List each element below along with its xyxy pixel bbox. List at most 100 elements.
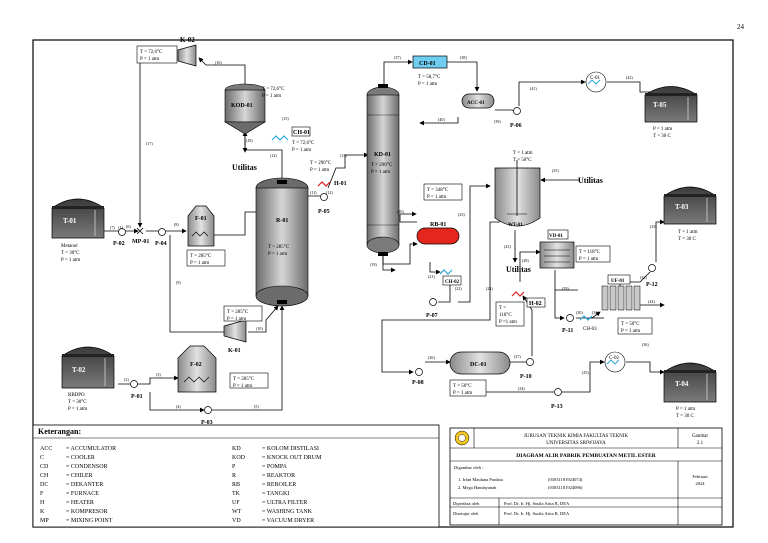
svg-text:T = 58,7°C: T = 58,7°C	[418, 75, 441, 80]
stream-9	[169, 235, 224, 333]
stream-38	[447, 61, 480, 92]
svg-text:P = 1 atm: P = 1 atm	[233, 384, 252, 389]
label-h01: H-01	[334, 181, 347, 187]
svg-text:RB: RB	[232, 482, 240, 488]
svg-text:(3): (3)	[156, 372, 161, 377]
pump-p04: P-04	[155, 228, 167, 247]
decanter-dc01: DC-01 T = 50°C P = 1 atm	[449, 351, 511, 397]
svg-text:(38): (38)	[460, 55, 467, 60]
svg-text:(1): (1)	[118, 225, 123, 230]
svg-text:P-07: P-07	[426, 313, 438, 319]
svg-text:(16): (16)	[215, 60, 222, 65]
svg-text:(22): (22)	[455, 286, 462, 291]
svg-text:T = 285°C: T = 285°C	[190, 254, 212, 259]
label-acc01: ACC-01	[467, 101, 485, 106]
svg-text:UNIVERSITAS SRIWIJAYA: UNIVERSITAS SRIWIJAYA	[546, 441, 606, 446]
label-ch01: CH-01	[293, 130, 310, 136]
svg-text:(31): (31)	[592, 310, 599, 315]
stream-27b	[522, 295, 533, 356]
svg-text:(8): (8)	[174, 222, 179, 227]
svg-text:P = 1 atm: P = 1 atm	[68, 407, 87, 412]
svg-text:K: K	[40, 509, 45, 515]
svg-text:(42): (42)	[626, 75, 633, 80]
svg-text:1. Irfan Maulana Pradata: 1. Irfan Maulana Pradata	[458, 477, 503, 482]
stream-16	[198, 57, 246, 92]
svg-text:CH-02: CH-02	[445, 280, 460, 285]
legend-title: Keterangan:	[38, 427, 81, 436]
svg-text:P-13: P-13	[551, 404, 563, 410]
svg-text:= VACUUM DRYER: = VACUUM DRYER	[262, 518, 314, 524]
svg-text:= KOLOM DISTILASI: = KOLOM DISTILASI	[262, 446, 319, 452]
svg-text:P-08: P-08	[412, 380, 424, 386]
washing-tank-wt01: WT-01 T = 1 atm T = 50°C	[494, 151, 541, 228]
svg-text:(30): (30)	[576, 310, 583, 315]
svg-text:T = 30 C: T = 30 C	[653, 134, 672, 139]
svg-text:P = 1 atm: P = 1 atm	[453, 391, 472, 396]
pump-p08: P-08	[412, 368, 424, 386]
svg-text:(14): (14)	[270, 153, 277, 158]
svg-text:T = 285°C: T = 285°C	[227, 310, 249, 315]
svg-text:(9): (9)	[176, 280, 181, 285]
svg-text:(28): (28)	[522, 258, 529, 263]
svg-text:P-05: P-05	[318, 209, 330, 215]
stream-40	[419, 117, 459, 126]
svg-text:P-01: P-01	[131, 394, 143, 400]
svg-text:P = 1 atm: P = 1 atm	[268, 252, 287, 257]
svg-text:2. Mega Handayanah: 2. Mega Handayanah	[458, 485, 497, 490]
svg-text:= ACCUMULATOR: = ACCUMULATOR	[66, 446, 116, 452]
svg-text:= REBOILER: = REBOILER	[262, 482, 296, 488]
svg-text:P-04: P-04	[155, 241, 167, 247]
label-cd01: CD-01	[419, 61, 436, 67]
svg-text:P = 1 atm: P = 1 atm	[227, 317, 246, 322]
tank-t05: T-05 P = 1 atm T = 30 C	[644, 86, 698, 139]
stream-2	[118, 375, 179, 385]
svg-text:MP: MP	[40, 518, 49, 524]
svg-text:T = 72,6°C: T = 72,6°C	[140, 50, 163, 55]
svg-text:Metanol: Metanol	[61, 244, 78, 249]
legend: Keterangan: ACC= ACCUMULATOR C= COOLER C…	[32, 424, 440, 528]
svg-text:(11): (11)	[310, 190, 317, 195]
stream-42	[607, 81, 661, 95]
stream-33	[655, 219, 665, 262]
condenser-cd01: CD-01 T = 58,7°C P = 1 atm	[412, 55, 448, 87]
svg-text:KOD: KOD	[232, 455, 246, 461]
pump-p05: P-05	[318, 193, 330, 215]
svg-text:P =1 atm: P =1 atm	[499, 320, 517, 325]
svg-text:(39): (39)	[494, 119, 501, 124]
svg-text:(12): (12)	[326, 190, 333, 195]
label-uf01: UF-01	[611, 279, 625, 284]
svg-text:= CHILER: = CHILER	[66, 473, 93, 479]
svg-text:T = 50°C: T = 50°C	[621, 322, 640, 327]
svg-text:(17): (17)	[146, 141, 153, 146]
stream-41	[518, 79, 586, 106]
svg-text:(44): (44)	[648, 299, 655, 304]
svg-text:KD: KD	[232, 446, 241, 452]
ultra-filter-uf01: UF-01 T = 50°C P = 1 atm	[601, 274, 653, 335]
svg-text:(33): (33)	[650, 224, 657, 229]
label-k02: K-02	[180, 36, 195, 44]
svg-text:(26): (26)	[428, 355, 435, 360]
heater-h02: H-02 T = 118°C P =1 atm	[495, 291, 546, 327]
stream-19	[382, 256, 396, 273]
svg-text:(15): (15)	[282, 116, 289, 121]
svg-text:P = 1 atm: P = 1 atm	[310, 168, 329, 173]
stream-23	[438, 280, 451, 303]
stream-35	[562, 359, 605, 393]
stream-5	[212, 305, 285, 411]
svg-text:T = 290°C: T = 290°C	[371, 163, 393, 168]
cooler-c02: C-02	[604, 351, 626, 373]
svg-text:T = 118°C: T = 118°C	[579, 250, 601, 255]
svg-text:P: P	[232, 464, 236, 470]
svg-text:T =: T =	[499, 306, 506, 311]
label-c02: C-02	[609, 356, 620, 361]
svg-text:(24): (24)	[486, 286, 493, 291]
svg-text:P = 1 atm: P = 1 atm	[653, 127, 672, 132]
svg-text:(10): (10)	[256, 326, 263, 331]
svg-text:(34): (34)	[518, 386, 525, 391]
svg-text:(7): (7)	[110, 225, 115, 230]
svg-text:MP-01: MP-01	[132, 239, 149, 245]
svg-text:T = 72,6°C: T = 72,6°C	[292, 141, 315, 146]
pump-p12: P-12	[646, 264, 658, 288]
svg-text:T = 30°C: T = 30°C	[68, 400, 87, 405]
svg-text:(27): (27)	[514, 354, 521, 359]
